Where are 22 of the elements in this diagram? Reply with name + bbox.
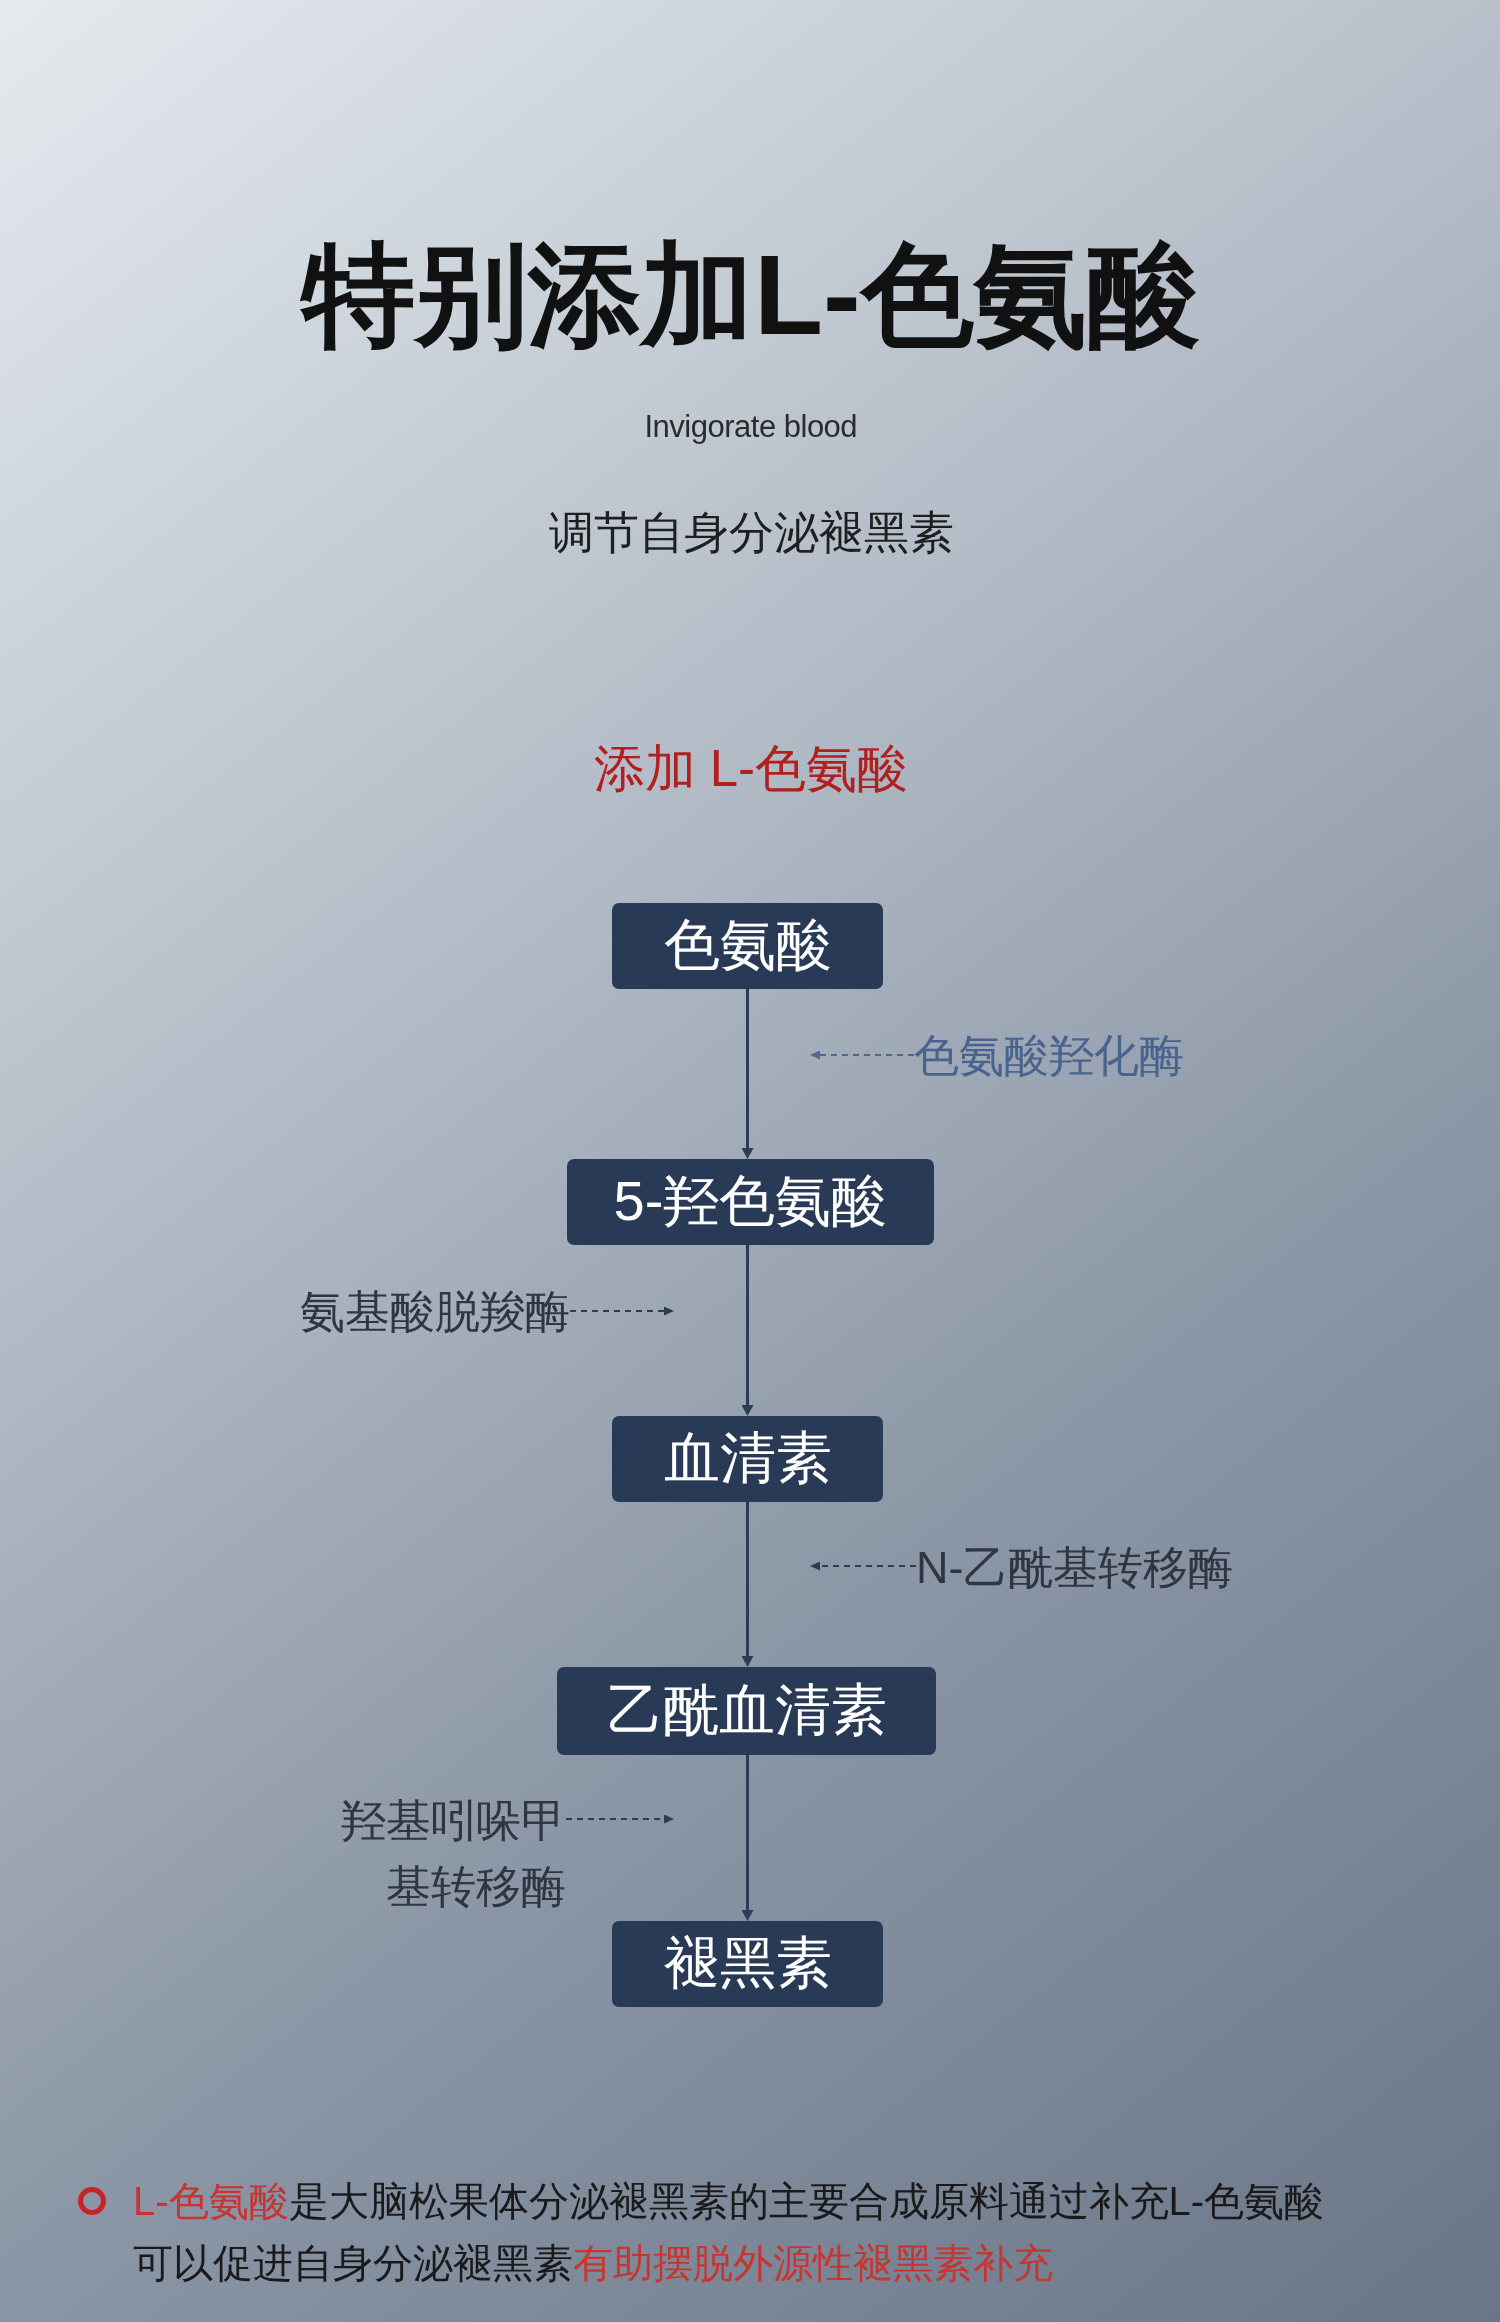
step-box: 乙酰血清素 xyxy=(557,1667,936,1755)
dashed-arrow xyxy=(810,1561,917,1571)
dashed-arrow xyxy=(810,1050,915,1060)
step-box: 5-羟色氨酸 xyxy=(567,1159,934,1245)
dashed-arrow xyxy=(569,1306,674,1316)
arrow xyxy=(742,1755,753,1921)
enzyme-label: 羟基吲哚甲基转移酶 xyxy=(340,1794,566,1914)
arrow xyxy=(742,989,753,1159)
title: 特别添加L-色氨酸 xyxy=(302,231,1200,360)
arrow xyxy=(742,1502,753,1667)
paragraph-text: L-色氨酸是大脑松果体分泌褪黑素的主要合成原料通过补充L-色氨酸可以促进自身分泌褪黑素有助摆脱外源性褪黑素补充 xyxy=(133,2178,1326,2287)
section-heading: 添加 L-色氨酸 xyxy=(593,738,909,799)
step-box: 褪黑素 xyxy=(612,1921,883,2007)
arrow xyxy=(742,1245,753,1416)
step-box: 血清素 xyxy=(612,1416,883,1502)
dashed-arrow xyxy=(565,1814,674,1824)
subtitle: Invigorate blood xyxy=(644,407,858,445)
enzyme-label: 氨基酸脱羧酶 xyxy=(300,1285,570,1339)
step-box: 色氨酸 xyxy=(612,903,883,989)
subtitle: 调节自身分泌褪黑素 xyxy=(548,506,954,560)
enzyme-label: 色氨酸羟化酶 xyxy=(914,1029,1184,1083)
enzyme-label: N-乙酰基转移酶 xyxy=(916,1541,1234,1595)
